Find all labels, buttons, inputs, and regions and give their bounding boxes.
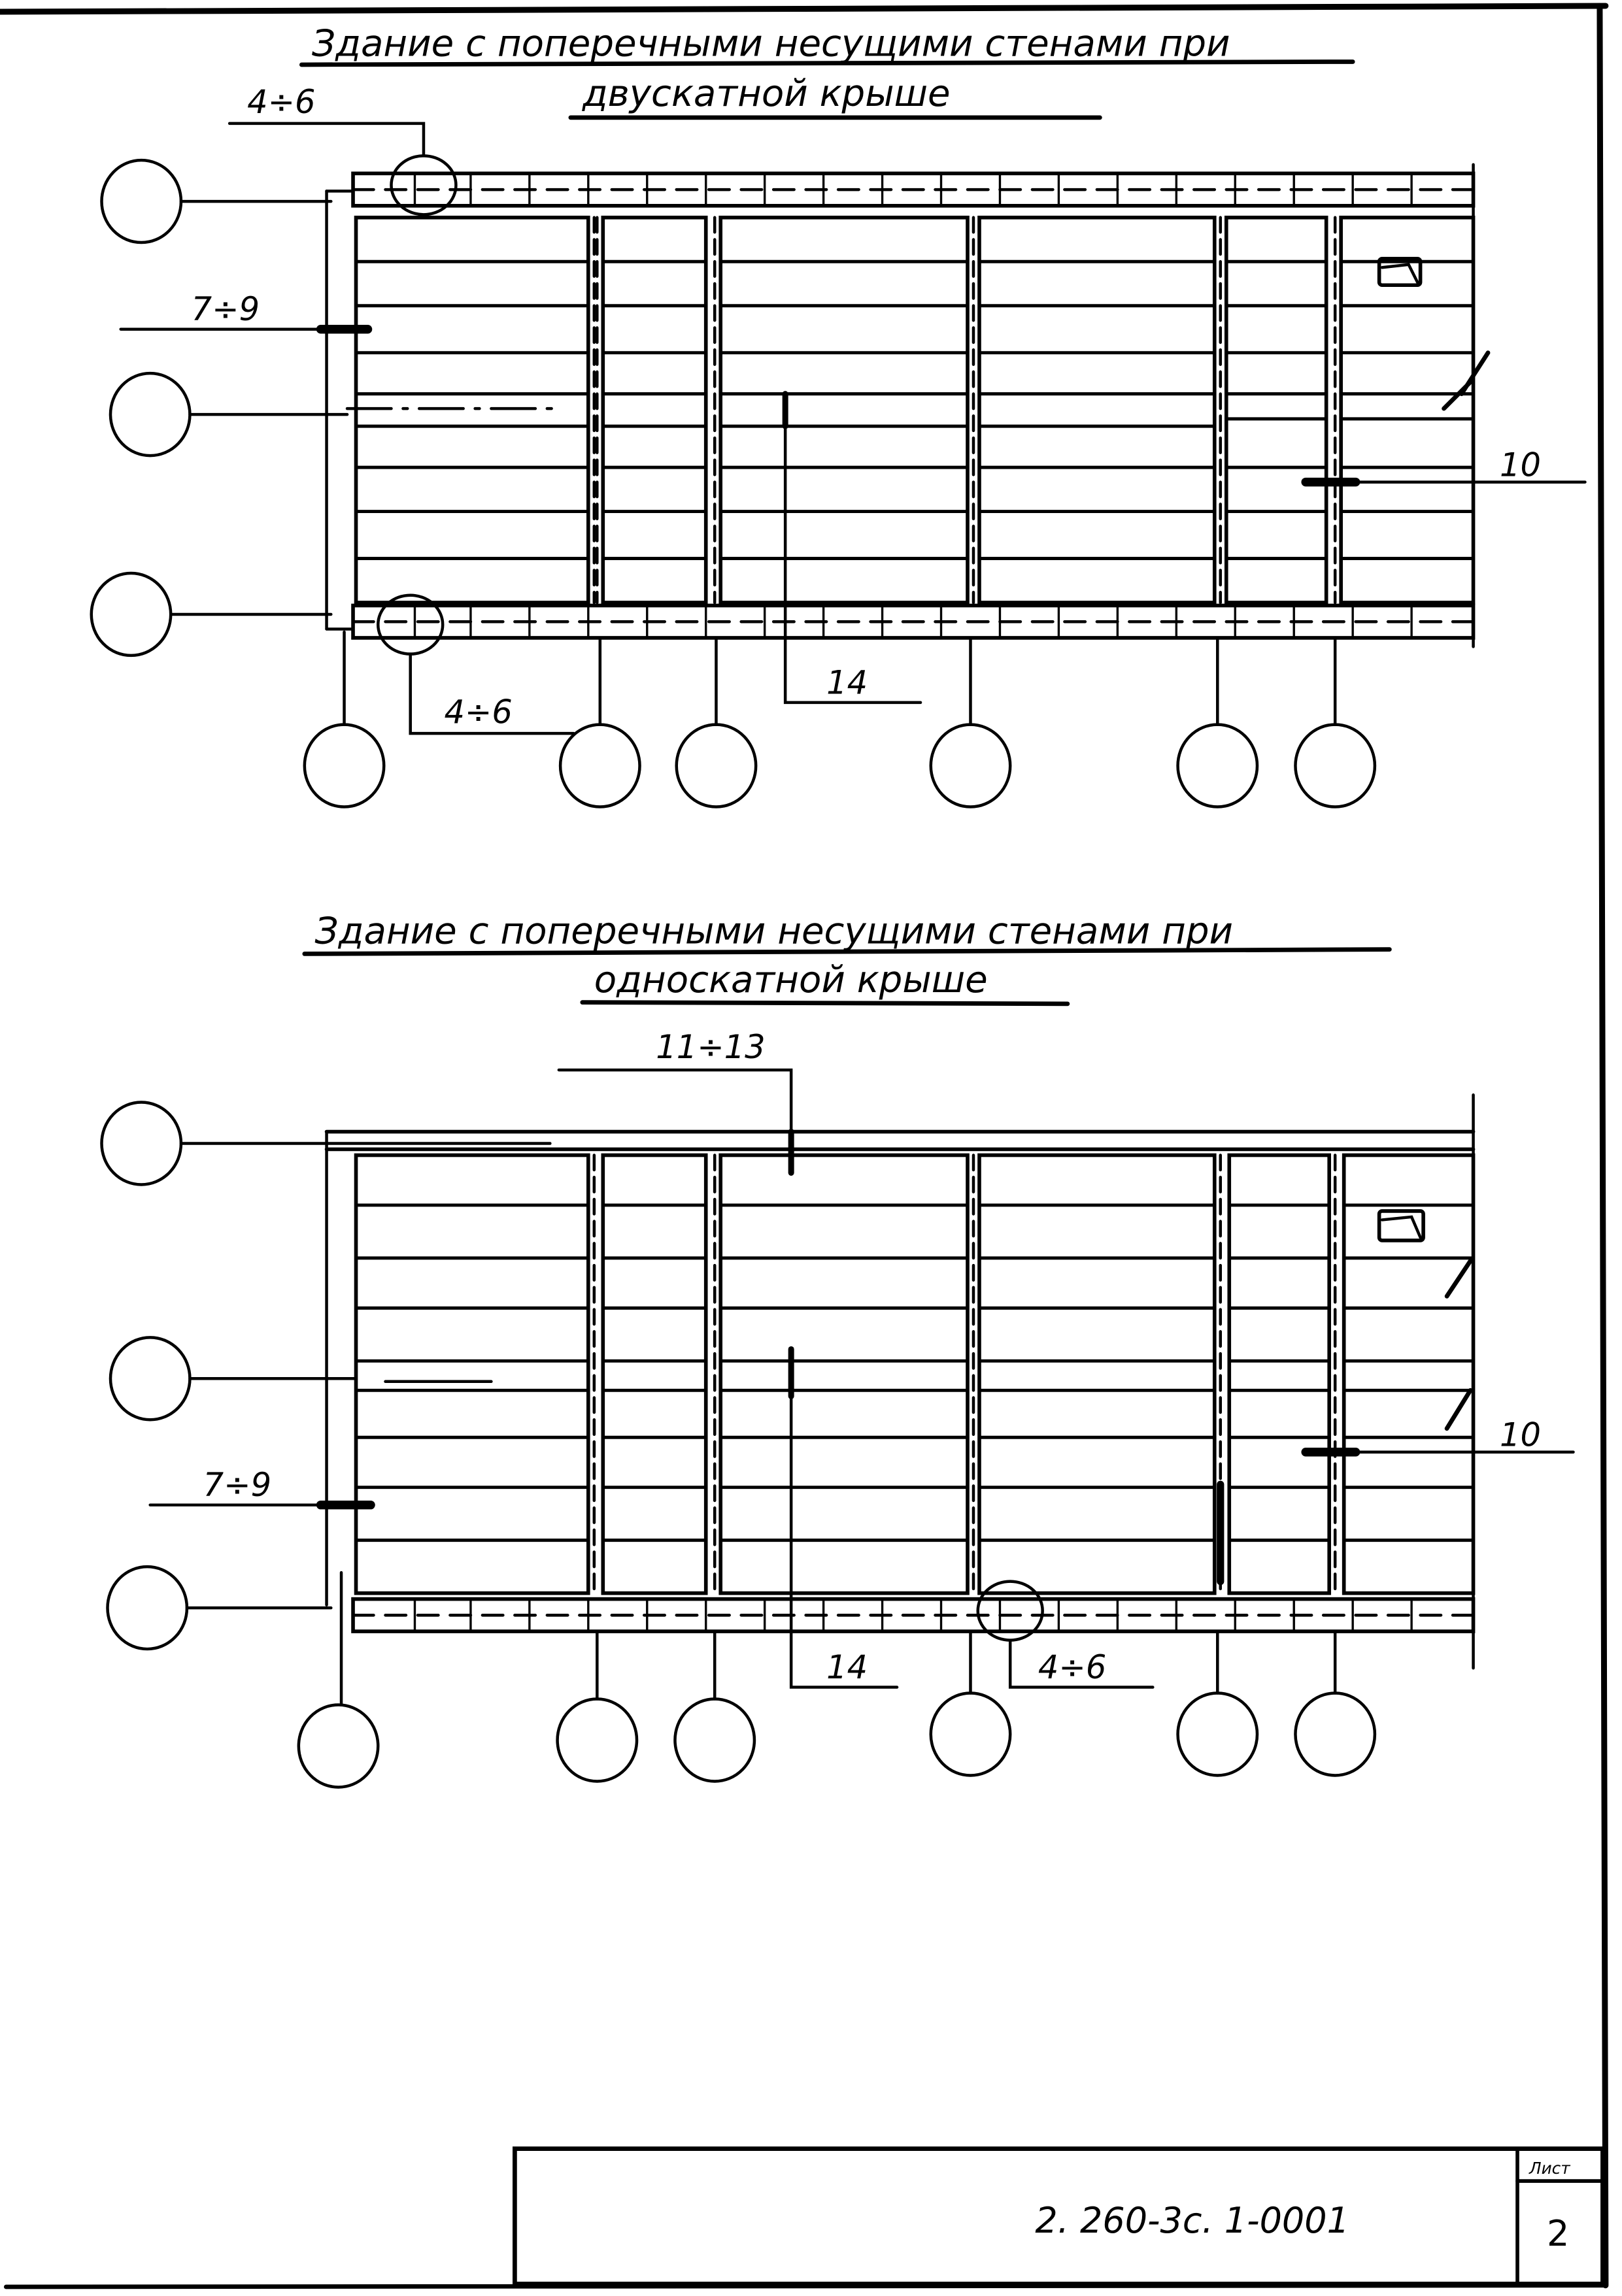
- plan-2-title-line1: Здание с поперечными несущими стенами пр…: [315, 910, 1234, 953]
- svg-text:14: 14: [826, 1648, 868, 1686]
- callout-top-node: 4÷6: [228, 83, 458, 216]
- svg-text:11÷13: 11÷13: [656, 1028, 765, 1066]
- callout-left-node: 7÷9: [119, 290, 373, 334]
- callout-right-node: 10: [1301, 446, 1587, 487]
- axis-bubble: [100, 158, 183, 244]
- callout-left-node: 7÷9: [148, 1466, 375, 1510]
- svg-text:4÷6: 4÷6: [1038, 1648, 1106, 1686]
- svg-text:7÷9: 7÷9: [192, 290, 260, 328]
- callout-right-node: 10: [1301, 1416, 1575, 1457]
- sheet-frame: [0, 3, 1609, 2289]
- plan-1-drawing: 4÷6 7÷9 10 4÷6 14: [90, 83, 1587, 808]
- sheet-label: Лист: [1529, 2159, 1570, 2178]
- svg-text:7÷9: 7÷9: [203, 1466, 271, 1504]
- svg-text:14: 14: [826, 663, 868, 701]
- axis-bubble: [109, 371, 192, 458]
- svg-text:10: 10: [1500, 446, 1541, 484]
- callout-bottom-node: 4÷6: [976, 1580, 1155, 1689]
- callout-bottom-node: 4÷6: [377, 593, 575, 735]
- callout-center: 14: [782, 391, 922, 705]
- sheet-number: 2: [1547, 2213, 1569, 2254]
- axis-bubble: [90, 571, 173, 657]
- plan-1-title-line1: Здание с поперечными несущими стенами пр…: [312, 22, 1230, 65]
- document-code: 2. 260-3с. 1-0001: [1035, 2200, 1349, 2241]
- callout-center: 14: [788, 1346, 899, 1689]
- title-block: 2. 260-3с. 1-0001 Лист 2: [513, 2146, 1605, 2286]
- plan-2-drawing: 11÷13 7÷9 10 4÷6 14: [100, 1028, 1575, 1789]
- plan-2-title: Здание с поперечными несущими стенами пр…: [302, 910, 1392, 1007]
- plan-1-title: Здание с поперечными несущими стенами пр…: [299, 22, 1355, 120]
- svg-text:4÷6: 4÷6: [444, 693, 512, 731]
- svg-text:4÷6: 4÷6: [247, 83, 315, 121]
- callout-top-node: 11÷13: [557, 1028, 794, 1176]
- svg-text:10: 10: [1500, 1416, 1541, 1454]
- plan-2-title-line2: односкатной крыше: [594, 959, 988, 1001]
- plan-1-title-line2: двускатной крыше: [582, 73, 951, 115]
